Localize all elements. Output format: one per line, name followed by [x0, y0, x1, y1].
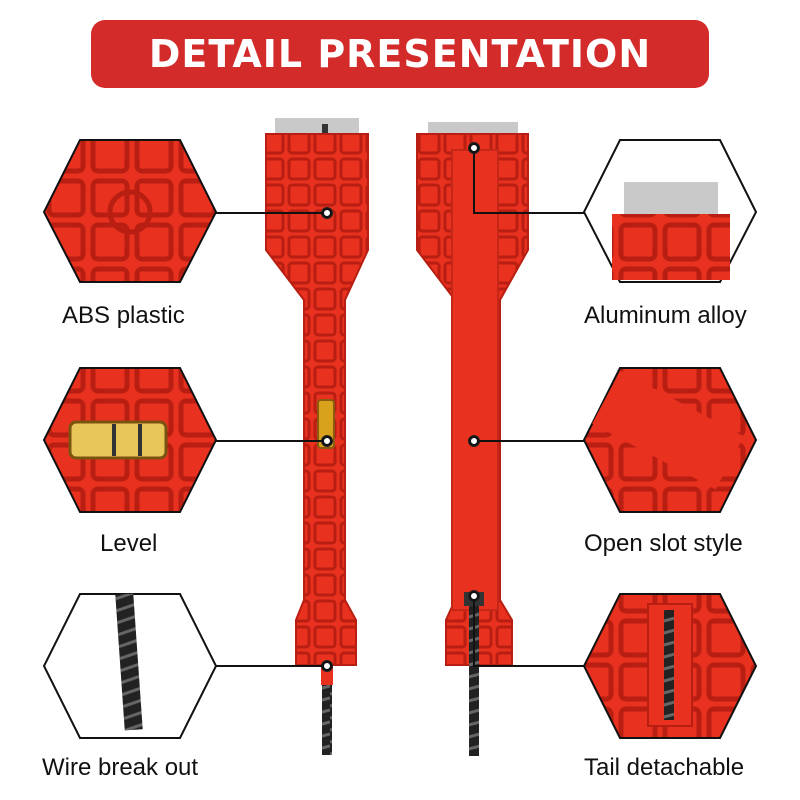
page-title: DETAIL PRESENTATION: [148, 32, 652, 76]
label-abs-plastic: ABS plastic: [62, 302, 185, 329]
right-screw: [469, 606, 479, 756]
left-wrench-body: [265, 133, 369, 666]
label-level: Level: [100, 530, 158, 557]
detail-tail-detachable: [582, 593, 758, 739]
label-tail-detachable: Tail detachable: [584, 754, 745, 781]
detail-level: [42, 367, 218, 513]
detail-abs-plastic: [42, 139, 218, 283]
open-slot: [451, 149, 499, 611]
screw-thread-icon: [115, 593, 143, 731]
right-wrench: [416, 122, 529, 756]
detail-wire-break-out: [42, 593, 218, 739]
label-aluminum-alloy: Aluminum alloy: [584, 302, 747, 329]
left-screw: [322, 685, 332, 755]
title-banner: DETAIL PRESENTATION: [91, 20, 709, 88]
detail-aluminum-alloy: [582, 139, 758, 283]
spirit-level-icon: [68, 420, 168, 460]
callout-lines: [205, 148, 590, 667]
label-open-slot: Open slot style: [584, 530, 743, 557]
label-wire-break-out: Wire break out: [42, 754, 199, 781]
callout-dots: [322, 143, 479, 671]
detail-open-slot: [582, 367, 758, 513]
